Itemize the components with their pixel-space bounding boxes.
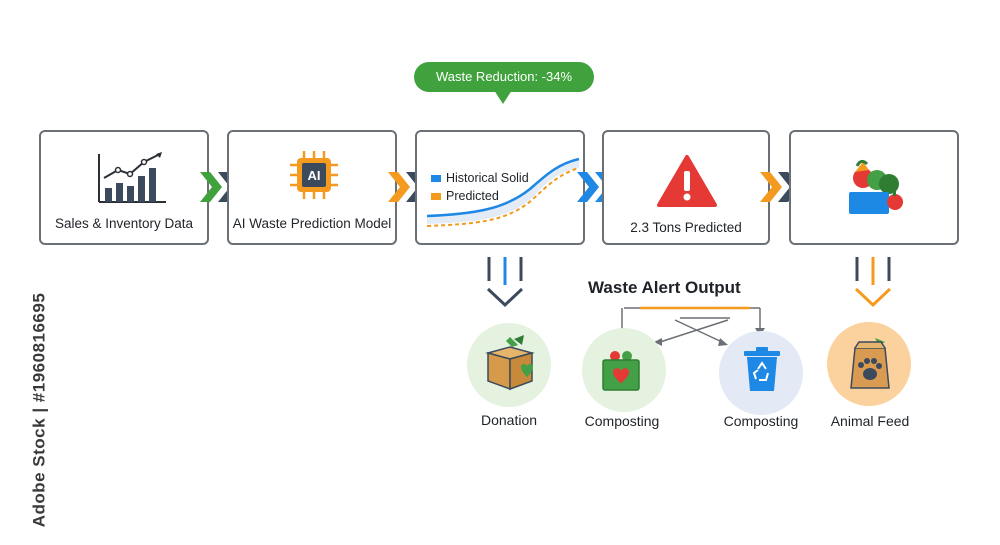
output-label-animal-feed: Animal Feed bbox=[830, 413, 910, 429]
output-label-composting-2: Composting bbox=[723, 413, 799, 429]
down-arrow-donation bbox=[486, 257, 524, 308]
output-label-composting-1: Composting bbox=[584, 413, 660, 429]
step-forecast: Historical Solid Predicted bbox=[415, 130, 585, 245]
warning-icon bbox=[657, 155, 717, 207]
step-label: AI Waste Prediction Model bbox=[232, 216, 392, 231]
feed-bag-icon bbox=[850, 338, 890, 389]
waste-alert-title: Waste Alert Output bbox=[588, 278, 741, 297]
produce-basket-icon bbox=[849, 159, 903, 214]
bar-chart-icon bbox=[98, 152, 166, 203]
ai-chip-text: AI bbox=[308, 168, 321, 183]
step-tons-predicted: 2.3 Tons Predicted bbox=[602, 130, 770, 245]
recycle-bin-icon bbox=[744, 347, 780, 391]
donation-box-icon bbox=[485, 335, 535, 391]
down-arrow-animal-feed bbox=[854, 257, 892, 308]
ai-chip-icon: AI bbox=[290, 151, 338, 199]
legend-predicted: Predicted bbox=[431, 189, 499, 203]
forecast-curve-icon bbox=[426, 157, 580, 227]
legend-historical: Historical Solid bbox=[431, 171, 529, 185]
step-sales-inventory: Sales & Inventory Data bbox=[39, 130, 209, 245]
legend-swatch-predicted bbox=[431, 193, 441, 201]
step-label: Sales & Inventory Data bbox=[54, 216, 194, 231]
watermark-side-text: Adobe Stock | #1960816695 bbox=[29, 292, 49, 528]
output-label-donation: Donation bbox=[480, 412, 538, 428]
compost-bin-icon bbox=[602, 351, 640, 391]
bubble-tail bbox=[494, 90, 512, 104]
step-ai-model: AI AI Waste Prediction Model bbox=[227, 130, 397, 245]
legend-swatch-historical bbox=[431, 175, 441, 183]
step-produce bbox=[789, 130, 959, 245]
step-label: 2.3 Tons Predicted bbox=[630, 220, 742, 235]
waste-reduction-bubble: Waste Reduction: -34% bbox=[414, 62, 594, 92]
